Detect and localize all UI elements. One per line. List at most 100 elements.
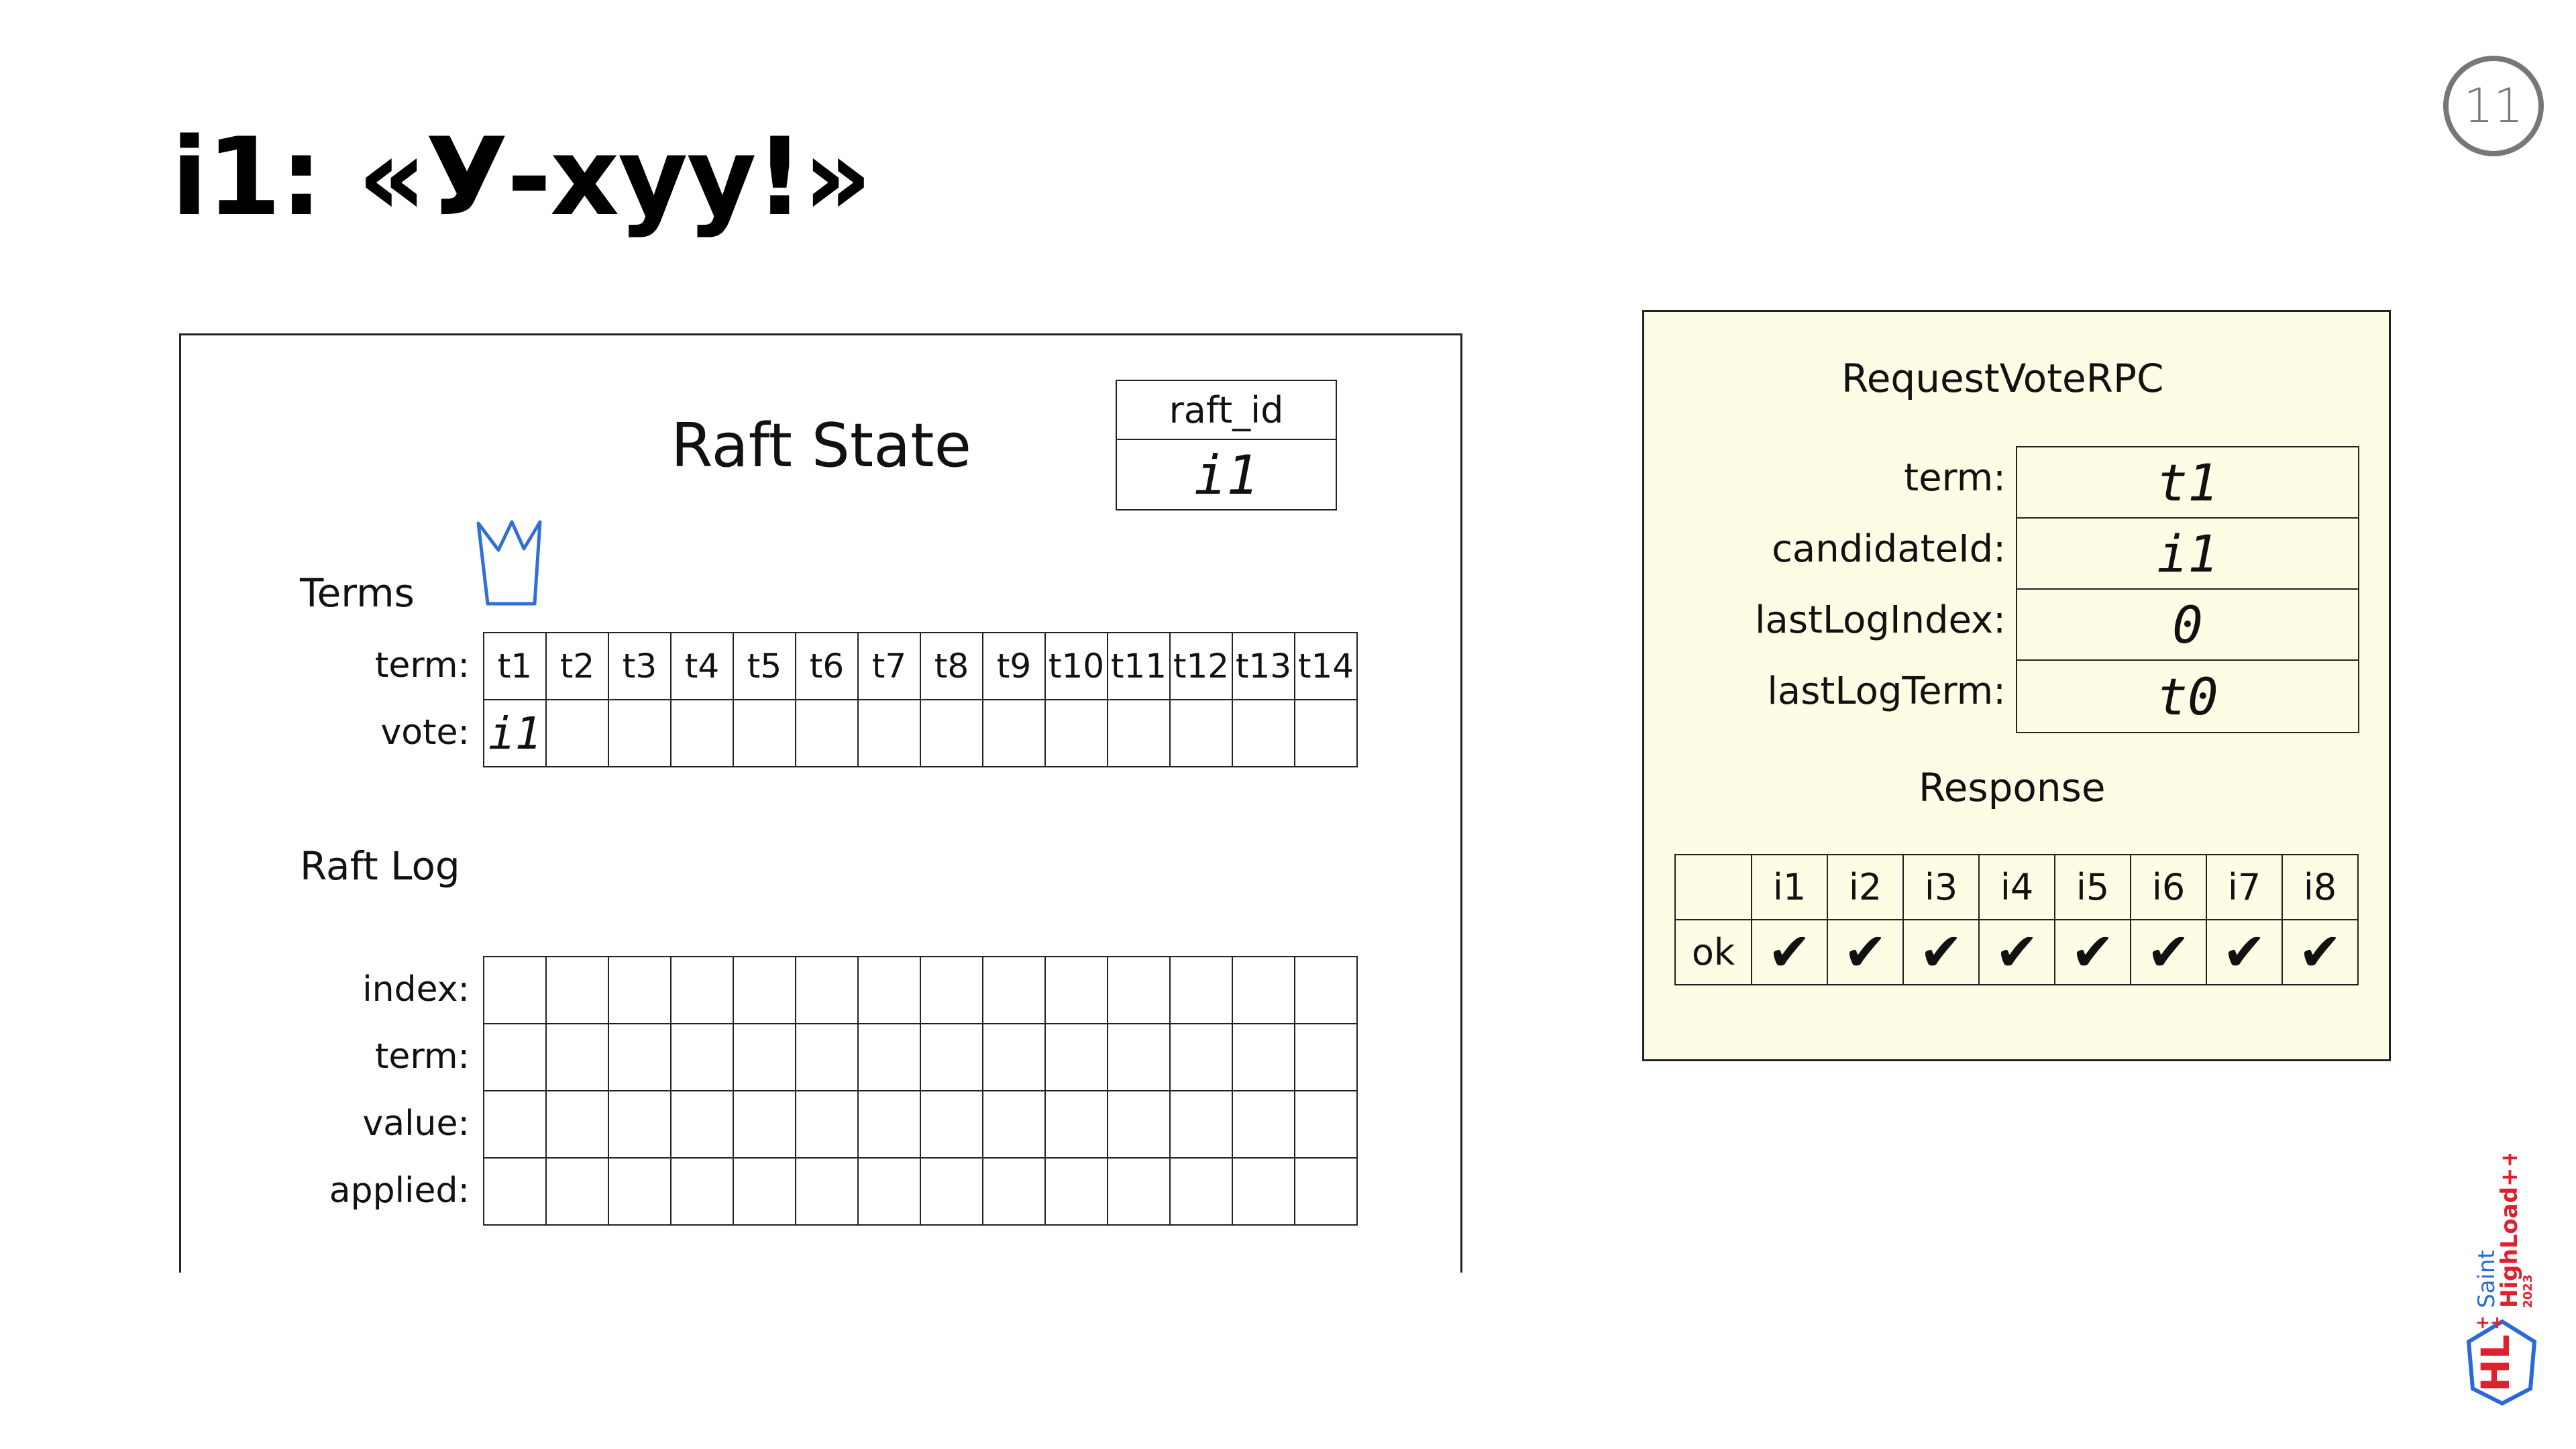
log-row-label-applied: applied: (329, 1171, 470, 1211)
log-cell (920, 956, 983, 1024)
log-cell (795, 956, 859, 1024)
log-cell (545, 956, 609, 1024)
log-cell (1169, 1157, 1233, 1226)
log-cell (920, 1157, 983, 1226)
log-cell (982, 1023, 1046, 1091)
vote-cell (1169, 699, 1233, 767)
log-cell (545, 1023, 609, 1091)
vote-cell (795, 699, 859, 767)
log-cell (982, 1157, 1046, 1226)
log-cell (670, 1090, 734, 1159)
log-row (483, 1023, 1358, 1091)
rpc-label-last-log-term: lastLogTerm: (1767, 669, 2006, 713)
rpc-value-last-log-index: 0 (2017, 590, 2358, 661)
response-title: Response (1919, 765, 2106, 810)
log-cell (1169, 956, 1233, 1024)
response-instance-cell: i8 (2282, 854, 2359, 920)
log-cell (857, 1023, 921, 1091)
log-cell (483, 1023, 547, 1091)
term-cell: t8 (920, 632, 983, 700)
log-cell (1232, 1157, 1295, 1226)
term-cell: t2 (545, 632, 609, 700)
slide-title: i1: «У-хуу!» (171, 114, 872, 239)
response-ok-check: ✔ (1827, 919, 1904, 985)
log-cell (733, 1157, 796, 1226)
response-ok-check: ✔ (2282, 919, 2359, 985)
vote-row-label: vote: (380, 712, 470, 753)
vote-cell (1232, 699, 1295, 767)
log-cell (670, 1023, 734, 1091)
term-cell: t9 (982, 632, 1046, 700)
page-number: 11 (2443, 56, 2544, 156)
response-instance-cell: i7 (2206, 854, 2283, 920)
log-row (483, 1090, 1358, 1159)
log-cell (1232, 956, 1295, 1024)
response-ok-check: ✔ (2130, 919, 2207, 985)
response-ok-row: ok ✔✔✔✔✔✔✔✔ (1674, 919, 2359, 985)
log-row (483, 956, 1358, 1024)
page-number-text: 11 (2463, 78, 2524, 133)
logo-year-text: 2023 (2521, 1275, 2535, 1308)
logo-plus-text: ++ (2475, 1313, 2505, 1333)
term-cell: t5 (733, 632, 796, 700)
log-cell (545, 1090, 609, 1159)
log-cell (545, 1157, 609, 1226)
log-cell (982, 956, 1046, 1024)
vote-cell: i1 (483, 699, 547, 767)
term-cell: t3 (608, 632, 672, 700)
log-cell (1294, 1157, 1358, 1226)
request-vote-title: RequestVoteRPC (1841, 356, 2164, 401)
vote-cell (608, 699, 672, 767)
vote-cell (920, 699, 983, 767)
log-cell (1232, 1023, 1295, 1091)
log-cell (857, 1157, 921, 1226)
log-cell (483, 956, 547, 1024)
response-ok-check: ✔ (1902, 919, 1980, 985)
raft-log-label: Raft Log (300, 843, 460, 889)
log-cell (982, 1090, 1046, 1159)
log-cell (795, 1157, 859, 1226)
response-instance-cell: i1 (1751, 854, 1828, 920)
log-cell (1169, 1023, 1233, 1091)
log-row-label-index: index: (362, 969, 470, 1010)
raft-id-label: raft_id (1117, 381, 1336, 440)
raft-id-box: raft_id i1 (1116, 380, 1337, 511)
response-ok-label: ok (1674, 919, 1752, 985)
response-instance-cell: i3 (1902, 854, 1980, 920)
raft-id-value: i1 (1193, 444, 1259, 506)
term-cell: t13 (1232, 632, 1295, 700)
log-cell (733, 1090, 796, 1159)
term-cell: t6 (795, 632, 859, 700)
log-cell (1107, 956, 1171, 1024)
vote-cell (733, 699, 796, 767)
log-cell (857, 956, 921, 1024)
term-cell: t12 (1169, 632, 1233, 700)
log-cell (1044, 1090, 1108, 1159)
log-cell (795, 1090, 859, 1159)
rpc-values-box: t1 i1 0 t0 (2016, 446, 2359, 733)
log-row-label-term: term: (374, 1036, 470, 1077)
rpc-label-term: term: (1904, 456, 2006, 500)
logo-saint-text: Saint (2473, 1250, 2500, 1308)
response-instance-cell: i4 (1978, 854, 2055, 920)
log-cell (670, 1157, 734, 1226)
term-cell: t10 (1044, 632, 1108, 700)
votes-row: i1 (483, 699, 1358, 767)
logo-highload-text: HighLoad++ (2496, 1154, 2523, 1308)
vote-cell (1107, 699, 1171, 767)
log-row (483, 1157, 1358, 1226)
log-cell (1294, 956, 1358, 1024)
log-cell (1107, 1023, 1171, 1091)
highload-logo: HL ++ Saint HighLoad++ 2023 (2466, 1154, 2537, 1406)
term-row-label: term: (374, 645, 470, 686)
log-cell (608, 1157, 672, 1226)
vote-cell (670, 699, 734, 767)
rpc-value-term: t1 (2017, 447, 2358, 519)
log-cell (1107, 1157, 1171, 1226)
response-ok-check: ✔ (2206, 919, 2283, 985)
rpc-label-candidate-id: candidateId: (1772, 527, 2006, 571)
vote-cell (982, 699, 1046, 767)
